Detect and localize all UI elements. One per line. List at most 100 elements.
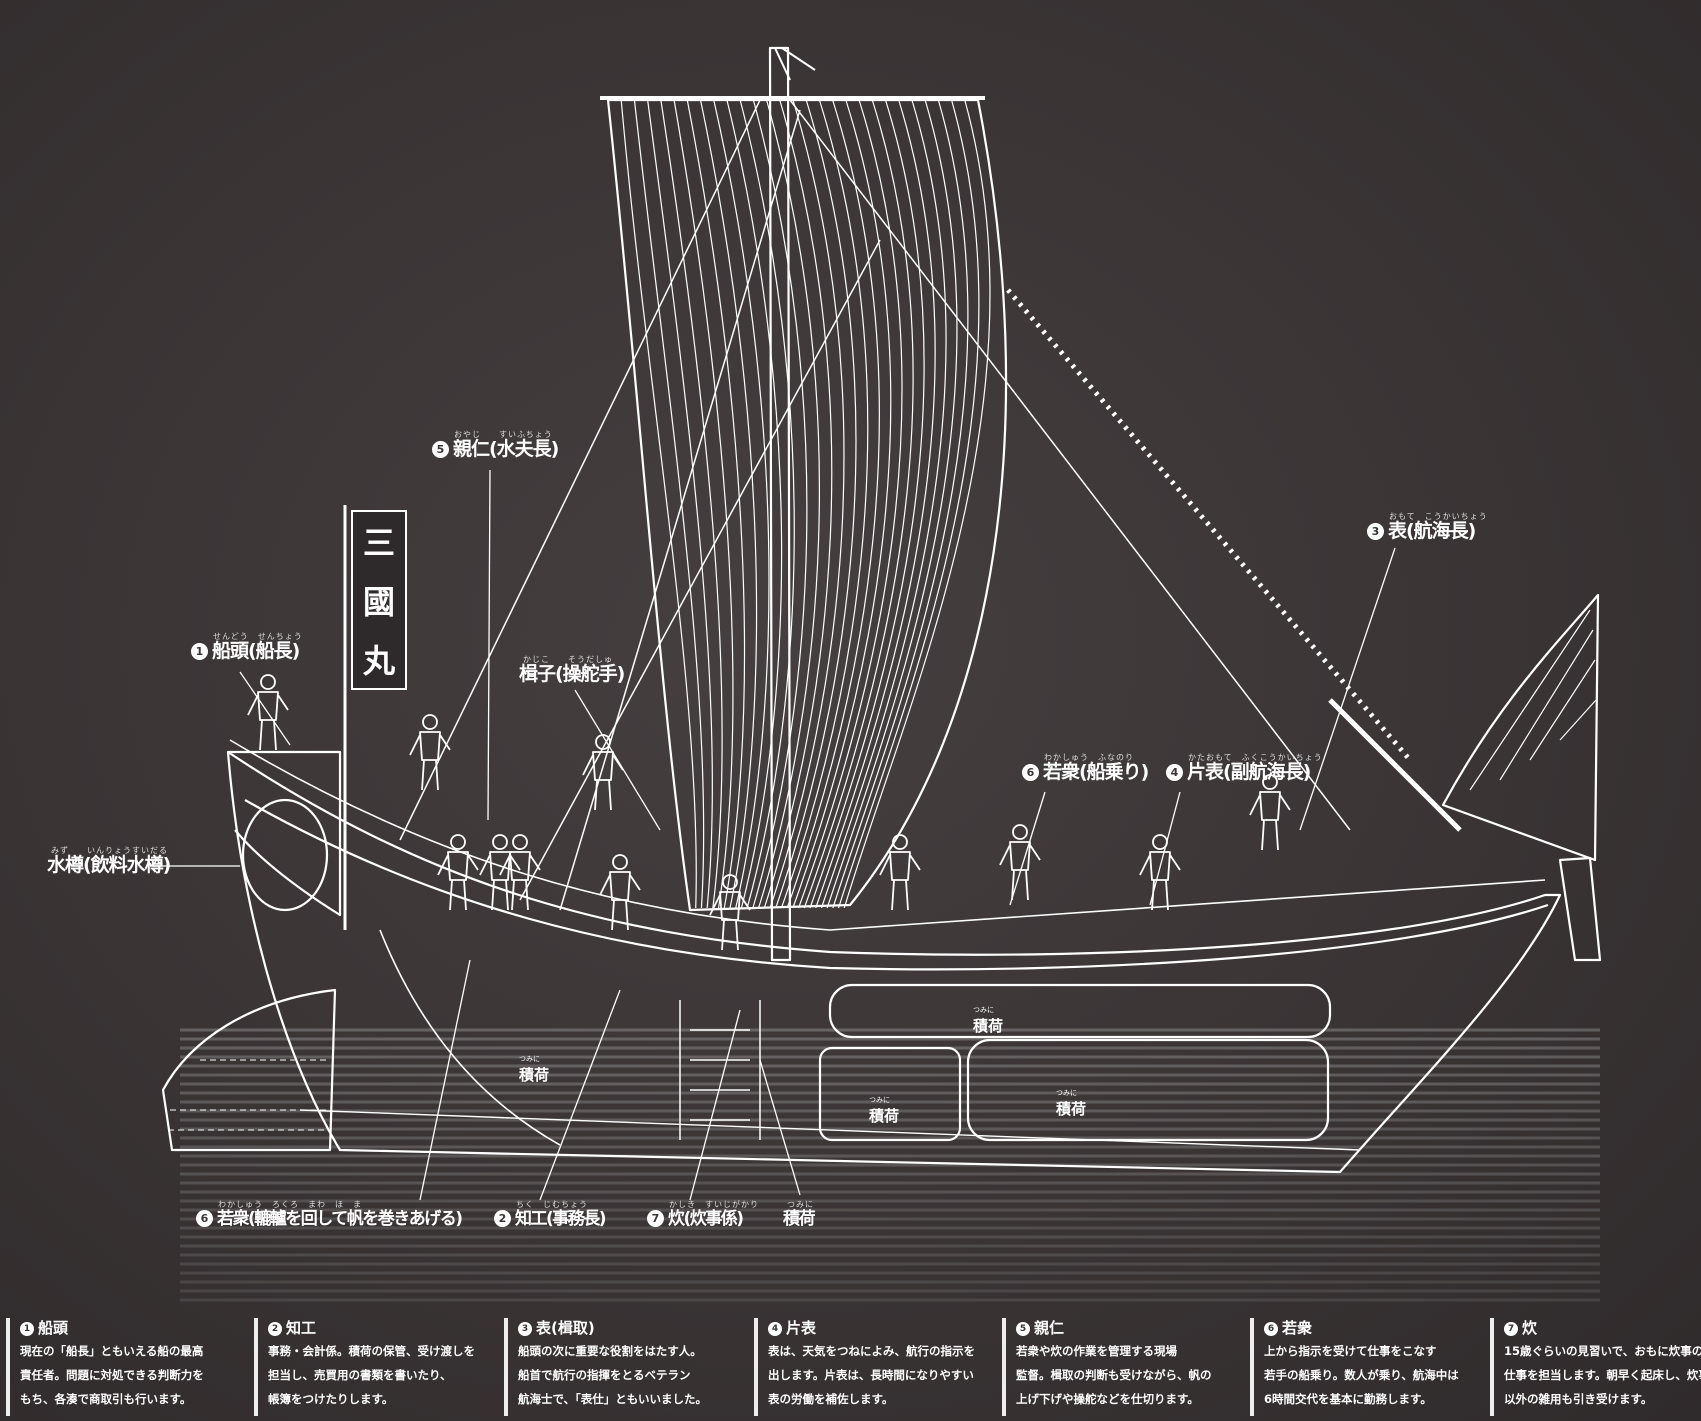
- cargo-label: つみに積荷: [973, 1005, 1003, 1036]
- furigana: わかしゅう ろくろ まわ ほ ま: [218, 1200, 362, 1209]
- crew-member: [1249, 774, 1291, 851]
- title-text: 船頭: [38, 1319, 69, 1337]
- stay-rope: [789, 99, 1351, 831]
- water-stripes: [180, 1028, 1600, 1302]
- cargo-hold: [966, 1038, 1330, 1142]
- furigana: わかしゅう ふなのり: [1044, 753, 1134, 762]
- bowsprit: [1328, 698, 1462, 832]
- bulkhead: [679, 1000, 761, 1140]
- number-badge: 1: [191, 643, 208, 660]
- number-badge: 3: [518, 1322, 532, 1336]
- deck-line: [244, 799, 1549, 971]
- water-barrel: [241, 798, 329, 912]
- cargo-text: 積荷: [973, 1017, 1004, 1035]
- crew-member: [247, 674, 289, 751]
- number-badge: 2: [494, 1210, 511, 1227]
- description-line: もち、各湊で商取引も行います。: [20, 1392, 192, 1406]
- callout-text: 船頭(船長): [212, 640, 300, 662]
- furigana: つみに: [869, 1096, 890, 1104]
- shroud-rope: [519, 239, 881, 901]
- sail-panel-line: [832, 99, 969, 909]
- sail-panel-line: [647, 99, 713, 909]
- number-badge: 7: [647, 1210, 664, 1227]
- number-badge: 5: [1016, 1322, 1030, 1336]
- callout-text: 炊(炊事係): [668, 1209, 744, 1229]
- furigana: つみに: [519, 1055, 540, 1063]
- callout-text: 若衆(轆轤を回して帆を巻きあげる): [217, 1209, 463, 1229]
- furigana: つみに: [787, 1200, 814, 1209]
- number-badge: 6: [196, 1210, 213, 1227]
- callout-text: 片表(副航海長): [1187, 761, 1311, 783]
- cargo-hold: [818, 1046, 962, 1142]
- furigana: かしき すいじがかり: [669, 1200, 759, 1209]
- sail-panel-line: [752, 99, 808, 909]
- cargo-label: つみに積荷: [869, 1095, 899, 1126]
- callout-text: 楫子(操舵手): [519, 663, 625, 685]
- description-line: 船頭の次に重要な役割をはたす人。: [518, 1344, 702, 1358]
- sail-panel-line: [763, 99, 833, 909]
- bow-rope-chain: [1006, 288, 1412, 762]
- sail-panel-line: [780, 99, 869, 909]
- furigana: かじこ そうだしゅ: [523, 655, 613, 664]
- sail-panel-line: [686, 99, 746, 909]
- main-sail: [606, 98, 1008, 912]
- callout-text: 親仁(水夫長): [453, 438, 559, 460]
- sail-panel-line: [792, 99, 892, 909]
- description-line: 船首で航行の指揮をとるベテラン: [518, 1368, 691, 1382]
- crew-member: [599, 854, 641, 931]
- callout-mizudaru: みず いんりょうすいだる 水樽(飲料水樽): [47, 846, 171, 875]
- crew-figures: [247, 674, 1291, 951]
- crew-member: [499, 834, 541, 911]
- callout-tsumini: つみに 積荷: [783, 1200, 816, 1229]
- crew-member: [582, 734, 624, 811]
- rudder: [161, 988, 337, 1152]
- mast: [768, 46, 792, 962]
- flag-char: 三: [362, 524, 395, 563]
- description-line: 15歳ぐらいの見習いで、おもに炊事の: [1504, 1344, 1701, 1358]
- stern-post: [1558, 856, 1602, 962]
- furigana: おやじ すいふちょう: [454, 430, 553, 439]
- description-line: 若衆や炊の作業を管理する現場: [1016, 1344, 1177, 1358]
- crew-member: [409, 714, 451, 791]
- ship-name-flag: 三 國 丸: [351, 510, 407, 690]
- title-text: 炊: [1522, 1319, 1538, 1337]
- callout-text: 積荷: [783, 1209, 816, 1229]
- sail-panels: [620, 99, 991, 909]
- description-line: 事務・会計係。積荷の保管、受け渡しを: [268, 1344, 475, 1358]
- number-badge: 3: [1367, 523, 1384, 540]
- sail-panel-line: [726, 99, 783, 909]
- furigana: つみに: [973, 1006, 994, 1014]
- description-line: 若手の船乗り。数人が乗り、航海中は: [1264, 1368, 1459, 1382]
- furigana: おもて こうかいちょう: [1389, 512, 1488, 521]
- description-line: 6時間交代を基本に勤務します。: [1264, 1392, 1432, 1406]
- flag-char: 丸: [362, 641, 395, 680]
- description-line: 表は、天気をつねによみ、航行の指示を: [768, 1344, 975, 1358]
- description-line: 上げ下げや操舵などを仕切ります。: [1016, 1392, 1199, 1406]
- leader-lines: [150, 469, 1396, 1201]
- callout-kajiko: かじこ そうだしゅ 楫子(操舵手): [519, 655, 625, 685]
- description-line: 上から指示を受けて仕事をこなす: [1264, 1344, 1437, 1358]
- furigana: みず いんりょうすいだる: [51, 846, 168, 855]
- sail-panel-line: [713, 99, 770, 909]
- sail-panel-line: [699, 99, 758, 909]
- sail-panel-line: [843, 99, 991, 909]
- sail-panel-line: [769, 99, 845, 909]
